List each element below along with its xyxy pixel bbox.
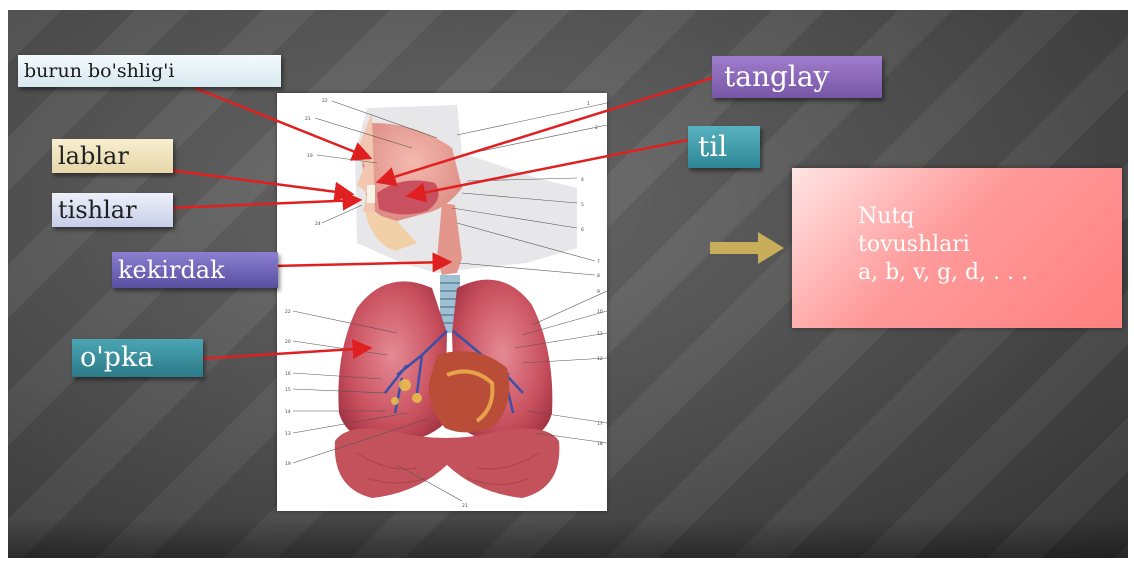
- label-tanglay: tanglay: [712, 56, 882, 98]
- pointer-burun: [195, 88, 370, 158]
- label-opka: o'pka: [72, 339, 203, 377]
- label-tishlar: tishlar: [52, 193, 173, 227]
- label-burun-boshligi: burun bo'shlig'i: [18, 55, 281, 87]
- pointer-opka: [196, 348, 370, 359]
- label-lablar: lablar: [52, 139, 173, 173]
- pointer-kekirdak: [273, 262, 450, 266]
- pointer-til: [408, 140, 688, 196]
- right-arrow-icon: [710, 230, 785, 266]
- nutq-line-1: Nutq: [858, 204, 914, 229]
- nutq-line-3: a, b, v, g, d, . . .: [858, 260, 1028, 285]
- speech-sounds-box: Nutq tovushlari a, b, v, g, d, . . .: [792, 168, 1122, 328]
- pointer-tanglay: [378, 78, 712, 182]
- label-til: til: [688, 126, 760, 168]
- nutq-line-2: tovushlari: [858, 232, 970, 257]
- label-kekirdak: kekirdak: [112, 252, 278, 288]
- pointer-tishlar: [168, 200, 360, 208]
- pointer-lablar: [168, 170, 352, 194]
